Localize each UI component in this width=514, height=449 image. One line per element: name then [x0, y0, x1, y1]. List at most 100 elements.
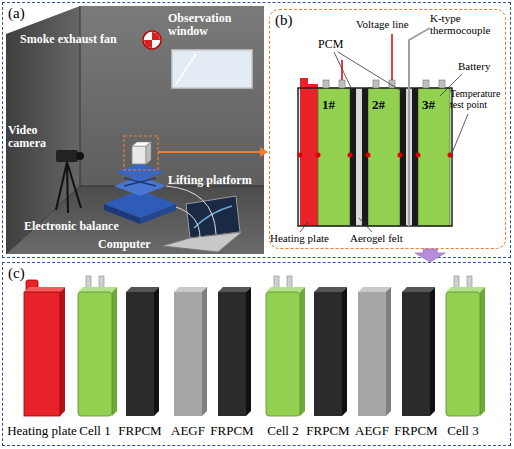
temperature-point: [298, 153, 303, 158]
exhaust-fan: [143, 31, 161, 49]
panel-tag: (a): [8, 5, 25, 22]
frpcm-side: [246, 287, 251, 416]
temperature-point: [348, 153, 353, 158]
part-label: Lifting platform: [168, 174, 264, 187]
video-camera: [56, 150, 78, 162]
temperature-point: [448, 153, 453, 158]
cell-side: [300, 287, 305, 416]
frpcm-side: [430, 287, 435, 416]
battery-sample: [132, 146, 146, 164]
part-label: FRPCM: [98, 424, 182, 439]
part-label: Heating plate: [0, 424, 84, 439]
plate-top: [24, 287, 65, 292]
floor: [6, 186, 264, 254]
part-label: Aerogel felt: [350, 232, 430, 244]
frpcm-plate: [218, 292, 246, 416]
data-cable: [166, 186, 216, 234]
part-label: Observation window: [168, 12, 260, 39]
aegf-plate: [358, 292, 386, 416]
part-label: Voltage line: [356, 18, 426, 30]
platform-plate: [116, 163, 164, 181]
fan-blade: [144, 40, 152, 48]
battery-cell: [78, 292, 112, 416]
aegf-top: [358, 287, 391, 292]
part-label: Battery: [458, 60, 504, 72]
cell-tab: [423, 80, 429, 88]
aegf-plate: [174, 292, 202, 416]
frpcm-plate: [126, 292, 154, 416]
frpcm-side: [154, 287, 159, 416]
thermocouple-wire: [409, 28, 430, 226]
aegf-side: [202, 287, 207, 416]
data-cable: [176, 207, 200, 238]
pack-outline: [298, 88, 452, 226]
temperature-point: [416, 153, 421, 158]
heating-plate: [300, 84, 318, 226]
part-label: Electronic balance: [24, 220, 136, 233]
part-label: Smoke exhaust fan: [20, 33, 145, 46]
battery-cell: [266, 292, 300, 416]
leader-line: [300, 222, 308, 232]
cell-top: [266, 287, 305, 292]
frpcm-plate: [314, 292, 342, 416]
cell-top: [446, 287, 485, 292]
part-label: Temperature test point: [450, 88, 506, 110]
aegf-top: [174, 287, 207, 292]
camera-lens: [76, 152, 84, 160]
cell-top: [78, 287, 117, 292]
plate-side: [60, 287, 65, 416]
part-label: 1#: [322, 98, 348, 113]
frpcm-top: [126, 287, 159, 292]
frpcm-top: [218, 287, 251, 292]
battery-side: [146, 142, 151, 164]
cell-tab: [339, 80, 345, 88]
leader-line: [338, 52, 403, 92]
frpcm-side: [342, 287, 347, 416]
zoom-arrow: [158, 151, 261, 153]
tripod-leg: [56, 162, 67, 210]
arrow-head: [260, 147, 268, 157]
cell-tab: [373, 80, 379, 88]
cell-tab: [323, 80, 329, 88]
tripod-leg: [67, 162, 68, 213]
frpcm-top: [314, 287, 347, 292]
voltage-wire: [391, 34, 393, 80]
cell-side: [480, 287, 485, 416]
temperature-point: [316, 153, 321, 158]
frpcm-top: [402, 287, 435, 292]
leader-line: [359, 218, 372, 232]
cell-side: [112, 287, 117, 416]
fan-blade: [152, 32, 160, 40]
tripod-leg: [67, 162, 81, 208]
part-label: 2#: [372, 98, 398, 113]
panel-box: (b): [269, 9, 506, 249]
temperature-point: [398, 153, 403, 158]
part-label: K-type thermocouple: [430, 12, 504, 37]
part-label: Heating plate: [270, 232, 350, 244]
panel-box: (c): [2, 262, 511, 446]
part-label: Cell 3: [421, 424, 505, 439]
balance-side: [140, 204, 176, 224]
battery-cell: [418, 88, 450, 226]
zoom-box: [124, 136, 158, 170]
part-label: FRPCM: [190, 424, 274, 439]
frpcm-plate: [402, 292, 430, 416]
leader-line: [452, 114, 468, 153]
part-label: PCM: [318, 38, 358, 51]
aegf-side: [386, 287, 391, 416]
battery-cell: [368, 88, 400, 226]
part-label: Video camera: [8, 124, 56, 151]
observation-window: [172, 50, 252, 88]
laptop-base: [162, 232, 242, 252]
part-label: FRPCM: [374, 424, 458, 439]
part-label: Computer: [98, 238, 160, 251]
flow-arrow: [415, 249, 445, 262]
heating-plate: [24, 292, 60, 416]
aerogel-layer: [356, 88, 362, 226]
panel-tag: (c): [8, 265, 25, 282]
battery-cell: [318, 88, 350, 226]
cell-tab: [439, 80, 445, 88]
leader-line: [334, 52, 353, 92]
part-label: 3#: [422, 98, 448, 113]
